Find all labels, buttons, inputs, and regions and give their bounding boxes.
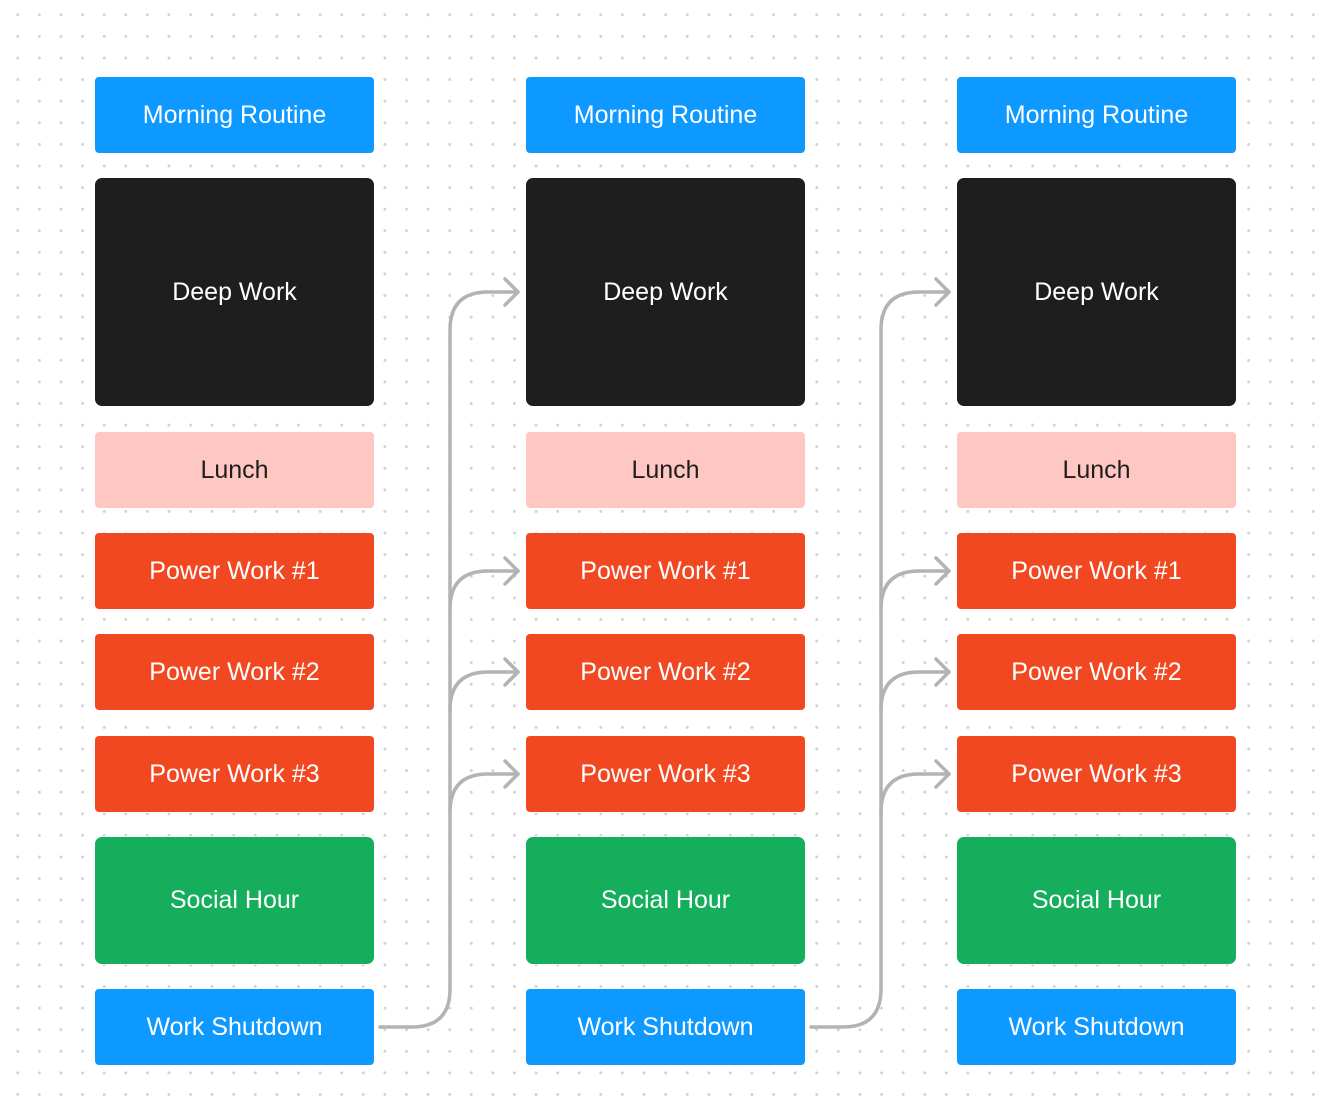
- arrowhead-icon: [934, 277, 951, 307]
- arrowhead-icon: [934, 657, 951, 687]
- block-label: Power Work #1: [580, 556, 751, 585]
- block-label: Power Work #2: [580, 657, 751, 686]
- block-label: Power Work #2: [149, 657, 320, 686]
- power-work-3-block[interactable]: Power Work #3: [95, 736, 374, 812]
- block-label: Social Hour: [1031, 886, 1162, 914]
- work-shutdown-block[interactable]: Work Shutdown: [526, 989, 805, 1065]
- connector-branch-power-work-3[interactable]: [448, 772, 520, 814]
- social-hour-block[interactable]: Social Hour: [95, 837, 374, 964]
- block-label: Morning Routine: [142, 100, 327, 129]
- work-shutdown-block[interactable]: Work Shutdown: [95, 989, 374, 1065]
- connector-trunk[interactable]: [378, 290, 520, 1029]
- block-label: Power Work #3: [580, 759, 751, 788]
- block-label: Morning Routine: [1004, 100, 1189, 129]
- block-label: Work Shutdown: [1008, 1012, 1185, 1041]
- power-work-3-block[interactable]: Power Work #3: [957, 736, 1236, 812]
- power-work-1-block[interactable]: Power Work #1: [957, 533, 1236, 609]
- block-label: Power Work #3: [149, 759, 320, 788]
- connector-group-2: [809, 277, 951, 1029]
- block-label: Lunch: [1062, 455, 1131, 484]
- block-label: Power Work #1: [1011, 556, 1182, 585]
- block-label: Power Work #3: [1011, 759, 1182, 788]
- block-label: Power Work #1: [149, 556, 320, 585]
- deep-work-block[interactable]: Deep Work: [95, 178, 374, 406]
- lunch-block[interactable]: Lunch: [526, 432, 805, 508]
- connector-branch-power-work-3[interactable]: [879, 772, 951, 814]
- arrowhead-icon: [934, 759, 951, 789]
- block-label: Lunch: [200, 455, 269, 484]
- block-label: Work Shutdown: [146, 1012, 323, 1041]
- block-label: Power Work #2: [1011, 657, 1182, 686]
- block-label: Deep Work: [1034, 277, 1159, 306]
- deep-work-block[interactable]: Deep Work: [526, 178, 805, 406]
- arrowhead-icon: [503, 277, 520, 307]
- arrowhead-icon: [503, 759, 520, 789]
- connector-branch-power-work-1[interactable]: [879, 569, 951, 611]
- block-label: Morning Routine: [573, 100, 758, 129]
- arrowhead-icon: [503, 556, 520, 586]
- block-label: Deep Work: [603, 277, 728, 306]
- lunch-block[interactable]: Lunch: [95, 432, 374, 508]
- connector-branch-power-work-1[interactable]: [448, 569, 520, 611]
- block-label: Social Hour: [600, 886, 731, 914]
- deep-work-block[interactable]: Deep Work: [957, 178, 1236, 406]
- power-work-2-block[interactable]: Power Work #2: [957, 634, 1236, 710]
- arrowhead-icon: [934, 556, 951, 586]
- connector-group-1: [378, 277, 520, 1029]
- social-hour-block[interactable]: Social Hour: [957, 837, 1236, 964]
- arrowhead-icon: [503, 657, 520, 687]
- block-label: Work Shutdown: [577, 1012, 754, 1041]
- connector-trunk[interactable]: [809, 290, 951, 1029]
- power-work-1-block[interactable]: Power Work #1: [95, 533, 374, 609]
- power-work-2-block[interactable]: Power Work #2: [526, 634, 805, 710]
- connector-branch-power-work-2[interactable]: [879, 670, 951, 712]
- power-work-2-block[interactable]: Power Work #2: [95, 634, 374, 710]
- power-work-1-block[interactable]: Power Work #1: [526, 533, 805, 609]
- social-hour-block[interactable]: Social Hour: [526, 837, 805, 964]
- lunch-block[interactable]: Lunch: [957, 432, 1236, 508]
- power-work-3-block[interactable]: Power Work #3: [526, 736, 805, 812]
- block-label: Deep Work: [172, 277, 297, 306]
- block-label: Social Hour: [169, 886, 300, 914]
- morning-routine-block[interactable]: Morning Routine: [957, 77, 1236, 153]
- connector-branch-power-work-2[interactable]: [448, 670, 520, 712]
- morning-routine-block[interactable]: Morning Routine: [526, 77, 805, 153]
- block-label: Lunch: [631, 455, 700, 484]
- work-shutdown-block[interactable]: Work Shutdown: [957, 989, 1236, 1065]
- morning-routine-block[interactable]: Morning Routine: [95, 77, 374, 153]
